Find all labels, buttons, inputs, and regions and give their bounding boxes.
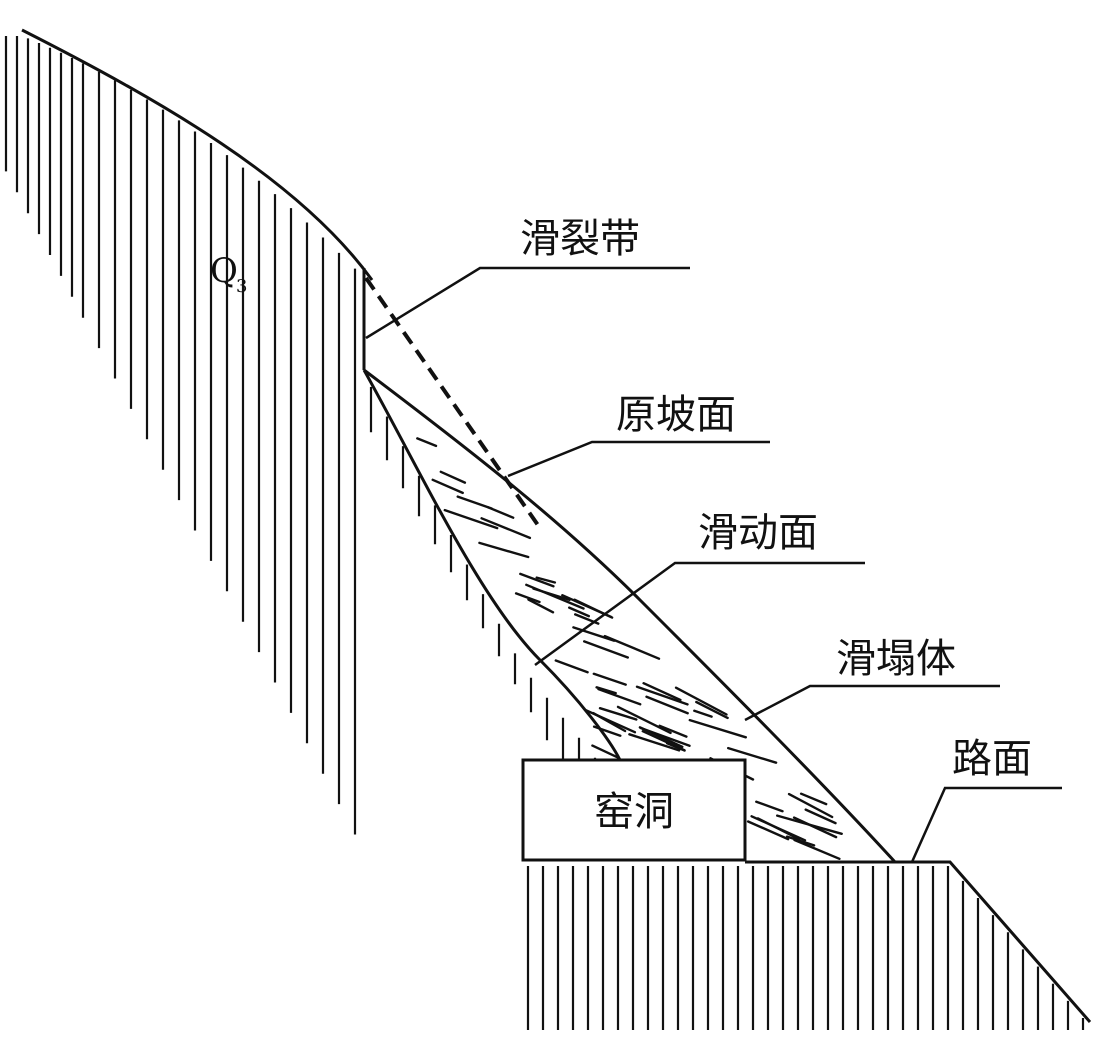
debris-stroke <box>688 718 747 739</box>
debris-stroke <box>583 640 629 659</box>
road-surface-label: 路面 <box>952 736 1032 782</box>
debris-stroke <box>645 695 689 715</box>
road-surface-line <box>745 860 1092 1023</box>
debris-stroke <box>431 478 464 495</box>
debris-stroke <box>804 808 837 825</box>
debris-stroke <box>568 606 590 618</box>
debris-stroke <box>416 437 438 448</box>
debris-stroke <box>456 495 493 510</box>
debris-stroke <box>727 746 778 764</box>
sliding-surface-line <box>362 369 622 761</box>
debris-stroke <box>443 508 499 530</box>
sliding-surface-label: 滑动面 <box>698 510 818 556</box>
debris-stroke <box>554 659 589 674</box>
original-slope-dashed-line <box>364 276 542 530</box>
debris-stroke <box>598 707 638 721</box>
debris-stroke <box>597 687 642 706</box>
landslide-debris-texture <box>416 437 843 860</box>
debris-stroke <box>561 594 613 619</box>
debris-stroke <box>527 598 555 614</box>
debris-stroke <box>592 672 627 686</box>
debris-stroke <box>793 838 841 860</box>
debris-stroke <box>674 686 728 716</box>
original-slope-label: 原坡面 <box>616 392 736 438</box>
debris-stroke <box>665 742 686 752</box>
landslide-body-label: 滑塌体 <box>836 636 956 682</box>
sliding-zone-label: 滑裂带 <box>520 216 640 262</box>
debris-stroke <box>595 686 617 695</box>
terrain-surface-line <box>21 28 374 281</box>
debris-stroke <box>638 726 684 749</box>
debris-stroke <box>785 835 816 847</box>
debris-stroke <box>693 709 713 718</box>
stratum-subscript: 3 <box>236 276 247 297</box>
debris-stroke <box>535 576 557 584</box>
landslide-top-surface <box>363 368 897 864</box>
leader-road-surface <box>910 786 1062 863</box>
debris-stroke <box>519 572 555 588</box>
debris-stroke <box>478 541 530 559</box>
debris-stroke <box>776 814 843 835</box>
debris-stroke <box>591 744 620 759</box>
leader-sliding-surface <box>534 561 865 667</box>
leader-lines <box>365 266 1062 863</box>
debris-stroke <box>514 592 541 604</box>
debris-stroke <box>756 817 801 841</box>
cave-dwelling-label: 窑洞 <box>594 789 674 835</box>
stratum-symbol: Q <box>210 251 238 291</box>
debris-stroke <box>658 724 688 738</box>
debris-stroke <box>572 626 616 642</box>
debris-stroke <box>787 792 834 819</box>
debris-stroke <box>755 800 784 813</box>
debris-stroke <box>616 705 672 735</box>
debris-stroke <box>592 711 627 733</box>
debris-stroke <box>635 685 689 706</box>
debris-stroke <box>799 792 828 806</box>
leader-landslide-body <box>744 684 1000 722</box>
debris-stroke <box>628 733 681 752</box>
cave-dwelling-box <box>521 758 747 862</box>
debris-stroke <box>532 587 571 602</box>
debris-stroke <box>695 700 729 720</box>
leader-original-slope <box>507 440 770 478</box>
debris-stroke <box>642 682 682 702</box>
debris-stroke <box>480 517 532 540</box>
debris-stroke <box>746 820 790 841</box>
leader-sliding-zone <box>365 266 690 340</box>
loess-hatching <box>4 36 1085 1030</box>
debris-stroke <box>439 470 467 484</box>
